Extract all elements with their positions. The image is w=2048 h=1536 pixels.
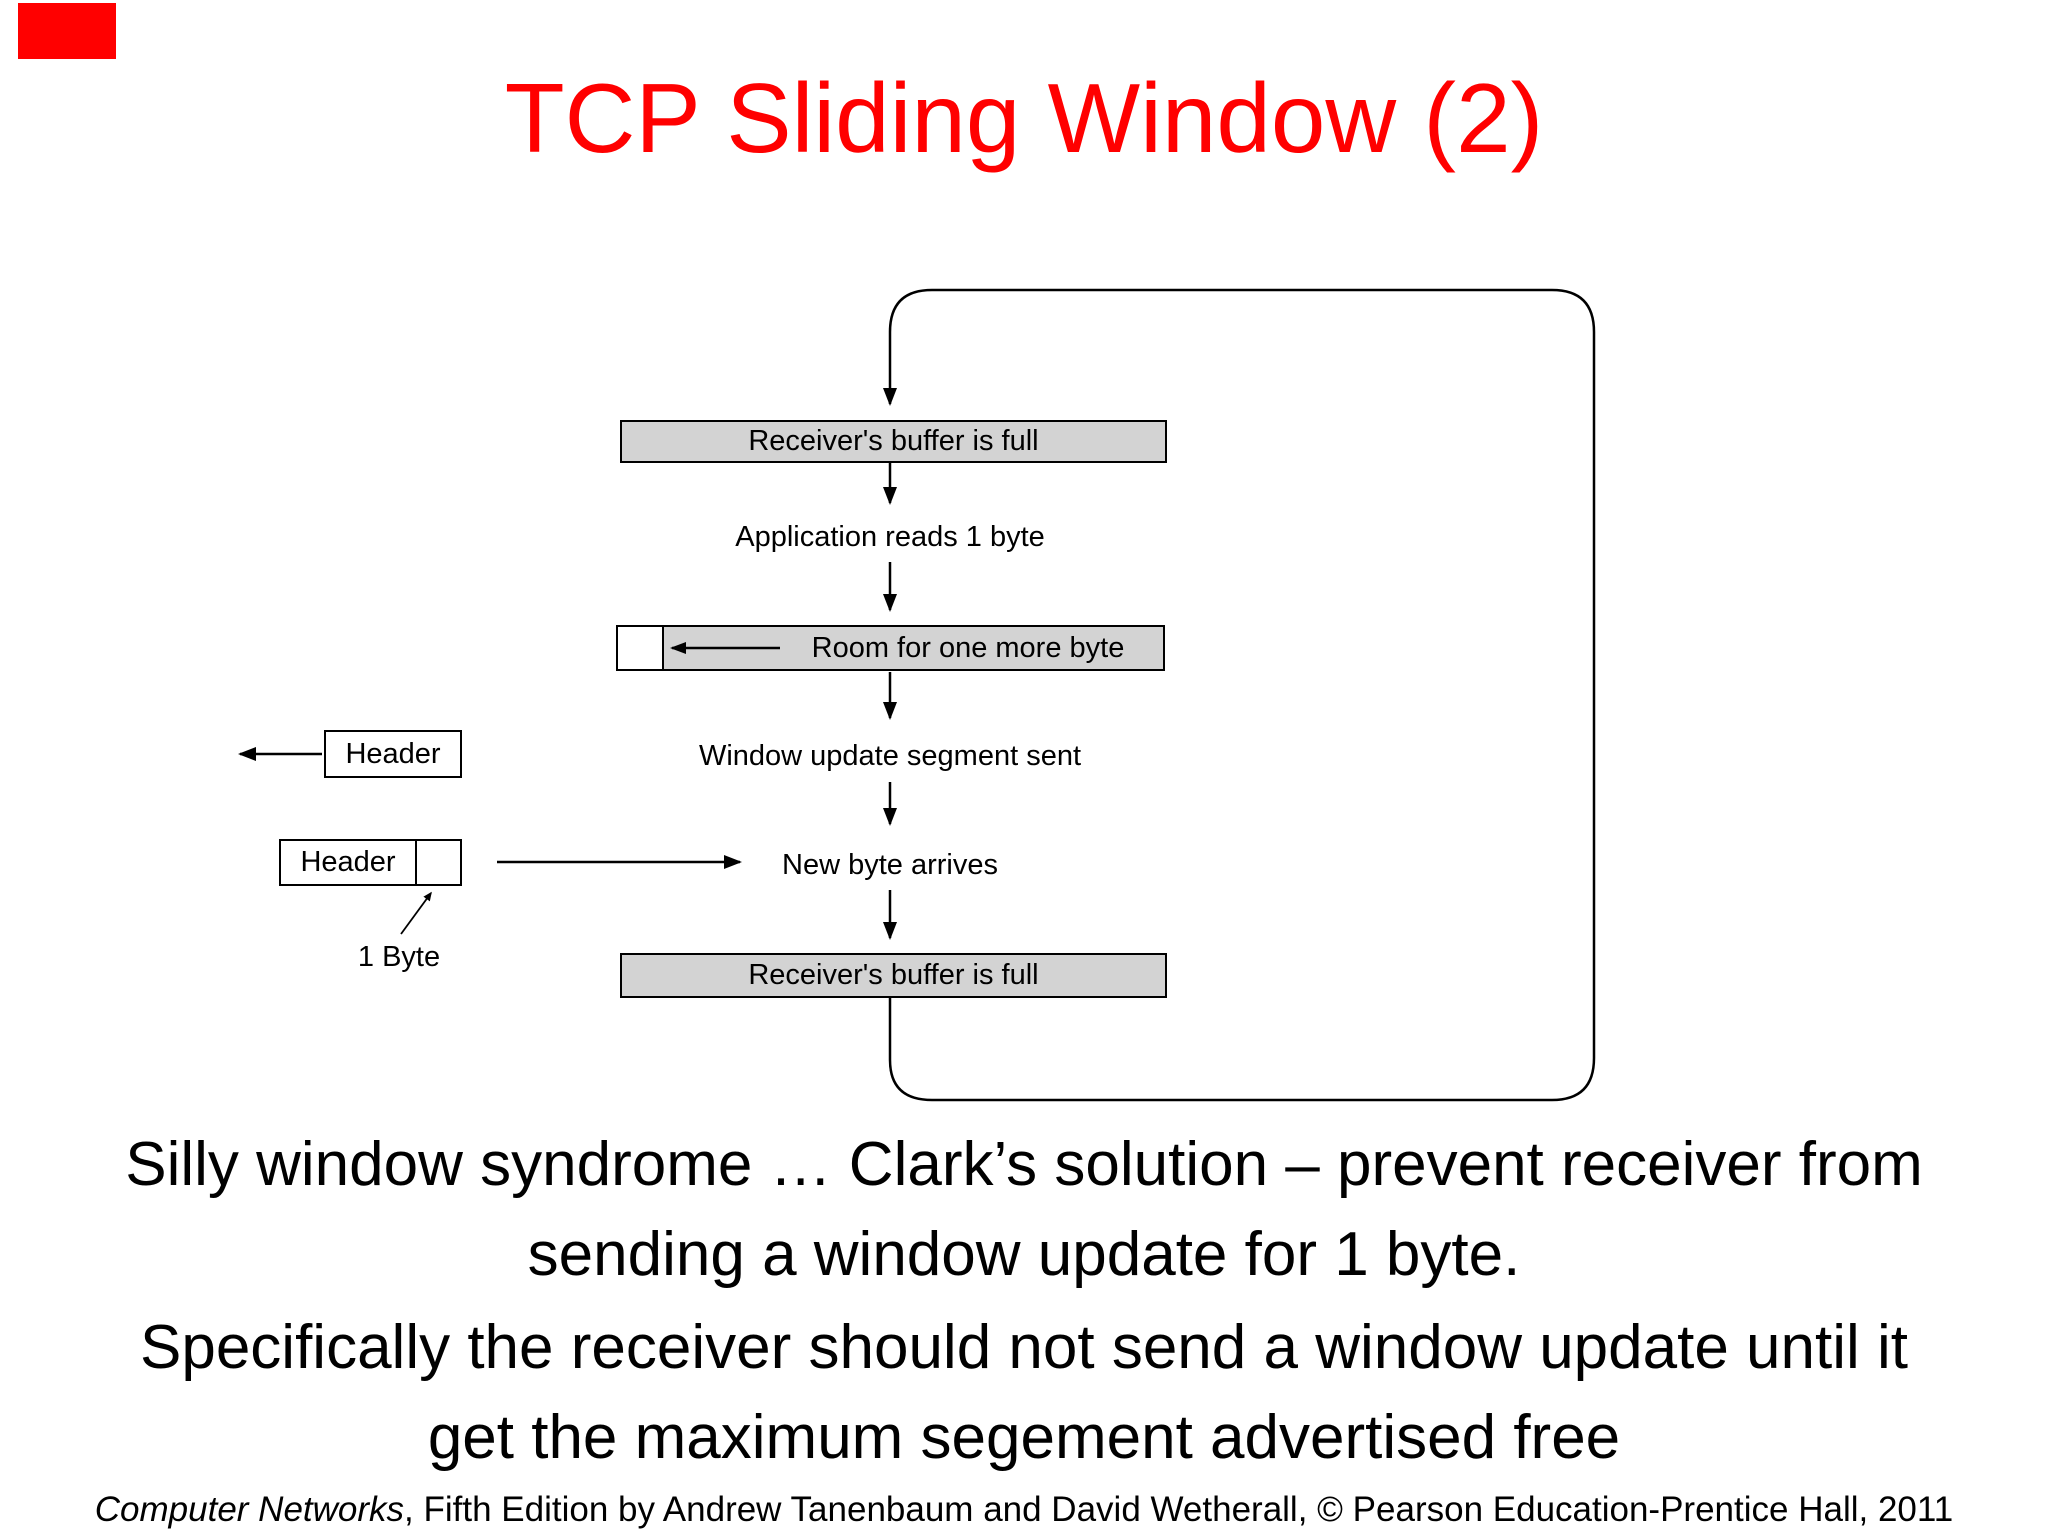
box-receiver-buffer-full-top-label: Receiver's buffer is full	[748, 425, 1039, 457]
box-receiver-buffer-full-bottom: Receiver's buffer is full	[620, 953, 1167, 998]
citation-rest: , Fifth Edition by Andrew Tanenbaum and …	[404, 1490, 1954, 1529]
label-new-byte-arrives: New byte arrives	[782, 849, 998, 881]
box-room-for-one-more-byte: Room for one more byte	[616, 625, 1165, 671]
paragraph-1-line-1: Silly window syndrome … Clark’s solution…	[125, 1130, 1923, 1199]
box-room-label: Room for one more byte	[811, 631, 1125, 664]
empty-byte-cell	[616, 625, 664, 671]
paragraph-silly-window-syndrome: Silly window syndrome … Clark’s solution…	[0, 1120, 2048, 1300]
paragraph-2-line-1: Specifically the receiver should not sen…	[139, 1313, 1909, 1382]
box-header-outgoing: Header	[324, 730, 462, 778]
citation-footer: Computer Networks, Fifth Edition by Andr…	[0, 1490, 2048, 1530]
paragraph-1-line-2: sending a window update for 1 byte.	[527, 1220, 1521, 1289]
box-receiver-buffer-full-top: Receiver's buffer is full	[620, 420, 1167, 463]
arrow-into-empty-cell	[670, 642, 780, 654]
one-byte-cell	[415, 839, 462, 886]
paragraph-receiver-window-update: Specifically the receiver should not sen…	[0, 1303, 2048, 1483]
box-receiver-buffer-full-bottom-label: Receiver's buffer is full	[748, 959, 1039, 991]
red-indicator-block	[18, 3, 116, 59]
arrow-one-byte-pointer	[400, 891, 432, 935]
citation-book-title: Computer Networks	[94, 1490, 405, 1529]
paragraph-2-line-2: get the maximum segement advertised free	[427, 1403, 1621, 1472]
label-window-update-segment-sent: Window update segment sent	[698, 740, 1082, 772]
box-header-incoming: Header	[279, 839, 417, 886]
box-header-outgoing-label: Header	[345, 737, 441, 770]
loop-path	[883, 288, 1596, 1102]
slide-title: TCP Sliding Window (2)	[504, 63, 1544, 173]
label-one-byte: 1 Byte	[357, 941, 441, 973]
label-application-reads-1-byte: Application reads 1 byte	[735, 521, 1045, 553]
box-header-incoming-label: Header	[300, 846, 396, 878]
